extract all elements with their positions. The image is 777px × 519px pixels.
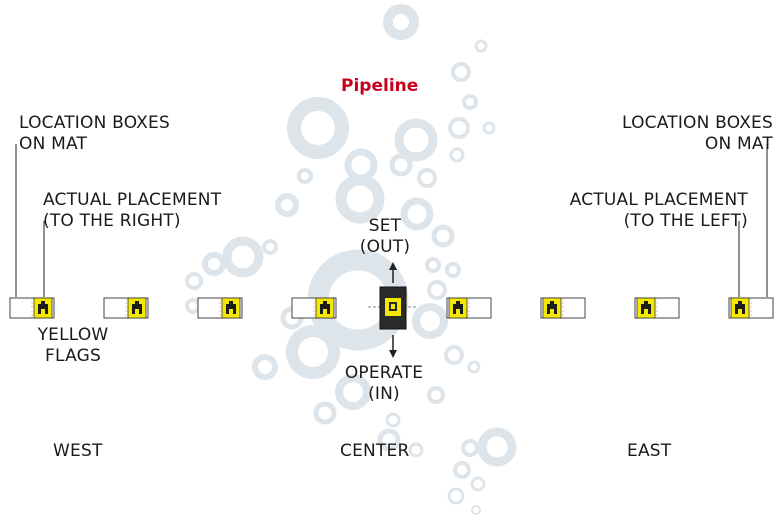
bubble-circle [297, 168, 313, 184]
flag-glyph [735, 301, 745, 314]
yellow-flags-label: YELLOW FLAGS [28, 325, 118, 367]
bubble-circle [287, 97, 349, 159]
bubble-circle [451, 62, 471, 82]
set-out-line2: (OUT) [359, 237, 411, 257]
diagram-title: Pipeline [341, 76, 419, 96]
bubble-circle [286, 325, 340, 379]
operate-in-label: OPERATE (IN) [332, 363, 436, 405]
west-yellow-flag [221, 297, 241, 319]
location-boxes-right-line1: LOCATION BOXES [622, 113, 773, 133]
bubble-circle [313, 401, 337, 425]
center-label: CENTER [340, 441, 410, 461]
bubble-circle [482, 121, 496, 135]
west-yellow-flag [33, 297, 53, 319]
set-out-label: SET (OUT) [352, 216, 418, 258]
bubble-circle [474, 39, 488, 53]
location-boxes-row [9, 286, 774, 330]
yellow-flags-line1: YELLOW [37, 325, 109, 345]
bubble-circle [431, 224, 455, 248]
bubble-circle [275, 193, 299, 217]
bubble-circle [389, 153, 413, 177]
location-boxes-left-line1: LOCATION BOXES [19, 113, 170, 133]
bubble-circle [344, 148, 378, 182]
operate-in-line2: (IN) [368, 384, 400, 404]
actual-placement-left-line1: ACTUAL PLACEMENT [43, 190, 222, 210]
yellow-flags-line2: FLAGS [45, 346, 101, 366]
flag-glyph [132, 301, 142, 314]
location-boxes-label-left: LOCATION BOXES ON MAT [19, 113, 170, 155]
east-label: EAST [627, 441, 672, 461]
bubble-circle [252, 354, 278, 380]
west-yellow-flag [315, 297, 335, 319]
bubble-circle [385, 412, 401, 428]
bubble-circle [400, 197, 434, 231]
east-yellow-flag [448, 297, 468, 319]
flag-glyph [547, 301, 557, 314]
flag-glyph [453, 301, 463, 314]
flag-glyph [38, 301, 48, 314]
location-boxes-left-line2: ON MAT [19, 134, 88, 154]
bubble-circle [185, 272, 203, 290]
center-location-box [379, 286, 407, 330]
bubble-circle [394, 118, 438, 162]
bubble-circle [262, 239, 278, 255]
bubble-circle [445, 262, 461, 278]
bubble-circle [412, 303, 448, 339]
connector-lines [15, 144, 768, 358]
bubble-circle [470, 476, 486, 492]
operate-in-arrow-head [389, 350, 397, 358]
east-yellow-flag [542, 297, 562, 319]
bubble-circle [417, 168, 437, 188]
bubble-circle [222, 236, 264, 278]
bubble-circle [408, 442, 424, 458]
bubble-circle [427, 280, 447, 300]
bubble-circle [425, 257, 441, 273]
bubble-circle [383, 4, 419, 40]
bubble-circle [377, 428, 401, 452]
location-boxes-right-line2: ON MAT [704, 134, 773, 154]
bubble-circle [185, 298, 201, 314]
east-yellow-flag [636, 297, 656, 319]
set-out-arrow-head [389, 262, 397, 270]
location-boxes-label-right: LOCATION BOXES ON MAT [622, 113, 773, 155]
actual-placement-label-left: ACTUAL PLACEMENT (TO THE RIGHT) [43, 190, 221, 232]
center-box-core-inner [391, 304, 395, 309]
bubble-circle [335, 374, 371, 410]
west-yellow-flag [127, 297, 147, 319]
bubble-circle [202, 252, 226, 276]
flag-glyph [641, 301, 651, 314]
flag-glyph [320, 301, 330, 314]
bubble-circle [461, 439, 479, 457]
bubble-circle [447, 487, 465, 505]
bubble-circle [462, 94, 478, 110]
set-out-line1: SET [368, 216, 402, 236]
east-yellow-flag [730, 297, 750, 319]
actual-placement-right-line2: (TO THE LEFT) [623, 211, 748, 231]
west-label: WEST [53, 441, 103, 461]
bubble-circle [467, 360, 481, 374]
flag-glyph [226, 301, 236, 314]
bubble-circle [477, 427, 517, 467]
operate-in-line1: OPERATE [344, 363, 424, 383]
bubble-circle [427, 386, 445, 404]
bubble-circle [453, 461, 471, 479]
bubble-circle [449, 147, 465, 163]
actual-placement-label-right: ACTUAL PLACEMENT (TO THE LEFT) [570, 190, 748, 232]
bubble-circle [335, 174, 385, 224]
bubble-circle [448, 117, 470, 139]
actual-placement-left-line2: (TO THE RIGHT) [43, 211, 181, 231]
bubble-circle [471, 505, 481, 515]
actual-placement-right-line1: ACTUAL PLACEMENT [569, 190, 748, 210]
bubble-circle [444, 345, 464, 365]
